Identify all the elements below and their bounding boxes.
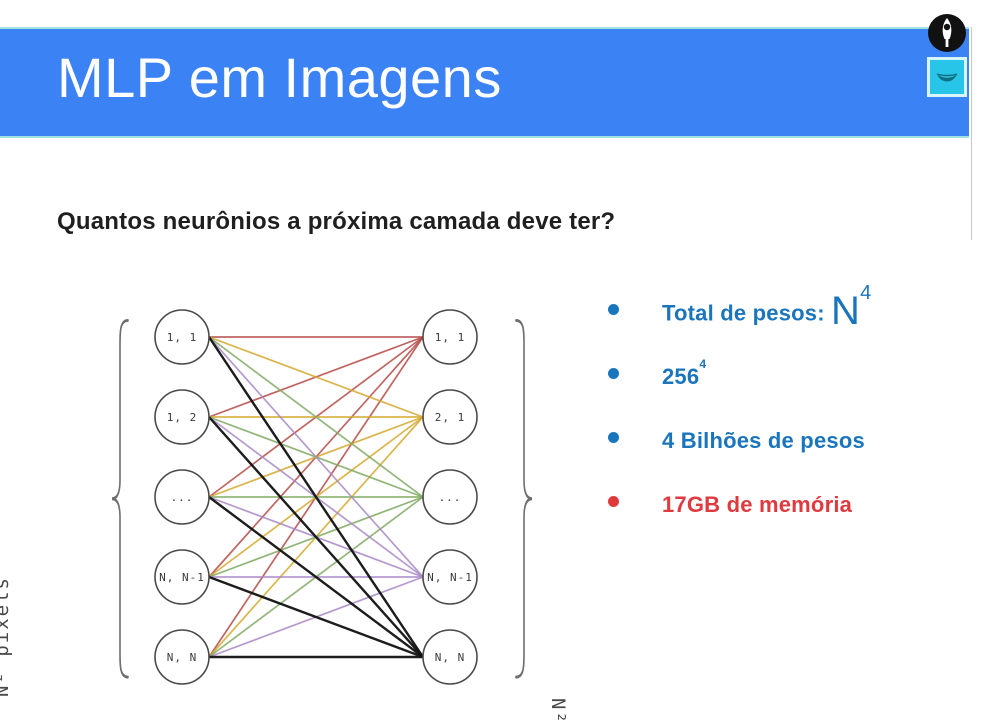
neuron-label: N, N xyxy=(167,651,198,664)
edge xyxy=(208,336,424,498)
bullet-item: Total de pesos: N4 xyxy=(608,282,968,334)
page-title: MLP em Imagens xyxy=(57,46,502,109)
bullet-label: Total de pesos: N4 xyxy=(662,282,872,334)
neuron-label: 1, 2 xyxy=(167,411,198,424)
edge xyxy=(208,496,424,658)
neuron-label: 1, 1 xyxy=(167,331,198,344)
neuron-label: N, N xyxy=(435,651,466,664)
right-margin-rail xyxy=(969,0,982,726)
neuron-node-left-0: 1, 1 xyxy=(154,309,210,365)
bullet-list: Total de pesos: N4 2564 4 Bilhões de pesos… xyxy=(608,282,968,556)
right-axis-label: N² píxels xyxy=(547,698,569,726)
edge xyxy=(208,336,424,418)
neuron-circle xyxy=(154,629,210,685)
neuron-node-left-4: N, N xyxy=(154,629,210,685)
edge xyxy=(208,336,424,658)
bullet-item: 2564 xyxy=(608,357,968,394)
edge xyxy=(208,336,424,578)
laser-pointer-icon[interactable] xyxy=(927,57,967,97)
neuron-circle xyxy=(154,389,210,445)
neuron-circle xyxy=(422,309,478,365)
neuron-node-right-0: 1, 1 xyxy=(422,309,478,365)
neuron-circle xyxy=(422,629,478,685)
left-axis-label: N² píxels xyxy=(0,576,13,697)
pen-nib-icon[interactable] xyxy=(927,11,967,55)
neuron-label: N, N-1 xyxy=(427,571,473,584)
neuron-node-left-2: ... xyxy=(154,469,210,525)
neuron-node-right-1: 2, 1 xyxy=(422,389,478,445)
edge xyxy=(208,416,424,658)
neuron-label: ... xyxy=(439,491,462,504)
neuron-node-left-1: 1, 2 xyxy=(154,389,210,445)
neuron-label: 1, 1 xyxy=(435,331,466,344)
neuron-circle xyxy=(422,389,478,445)
neuron-node-right-3: N, N-1 xyxy=(422,549,478,605)
question-text: Quantos neurônios a próxima camada deve … xyxy=(57,208,616,235)
bullet-item: 4 Bilhões de pesos xyxy=(608,428,968,458)
neuron-circle xyxy=(422,469,478,525)
neuron-label: ... xyxy=(171,491,194,504)
bullet-dot-icon xyxy=(608,496,619,507)
neuron-node-right-4: N, N xyxy=(422,629,478,685)
neuron-circle xyxy=(154,549,210,605)
neuron-label: 2, 1 xyxy=(435,411,466,424)
bullet-label: 2564 xyxy=(662,357,707,389)
bullet-label: 17GB de memória xyxy=(662,492,853,517)
left-layer-nodes: 1, 1 1, 2... N, N-1 N, N xyxy=(154,309,210,685)
neuron-circle xyxy=(154,469,210,525)
brace-group xyxy=(111,318,533,679)
title-bar xyxy=(0,27,969,138)
neuron-node-right-2: ... xyxy=(422,469,478,525)
bullet-dot-icon xyxy=(608,368,619,379)
bullet-label: 4 Bilhões de pesos xyxy=(662,428,865,453)
neuron-node-left-3: N, N-1 xyxy=(154,549,210,605)
bullet-item: 17GB de memória xyxy=(608,492,968,522)
neuron-label: N, N-1 xyxy=(159,571,205,584)
neuron-circle xyxy=(154,309,210,365)
scroll-rail-line[interactable] xyxy=(971,27,972,240)
right-layer-nodes: 1, 1 2, 1... N, N-1 N, N xyxy=(422,309,478,685)
bullet-dot-icon xyxy=(608,304,619,316)
edge-group xyxy=(208,336,424,659)
bullet-dot-icon xyxy=(608,432,619,443)
edge xyxy=(208,575,424,659)
neuron-circle xyxy=(422,549,478,605)
